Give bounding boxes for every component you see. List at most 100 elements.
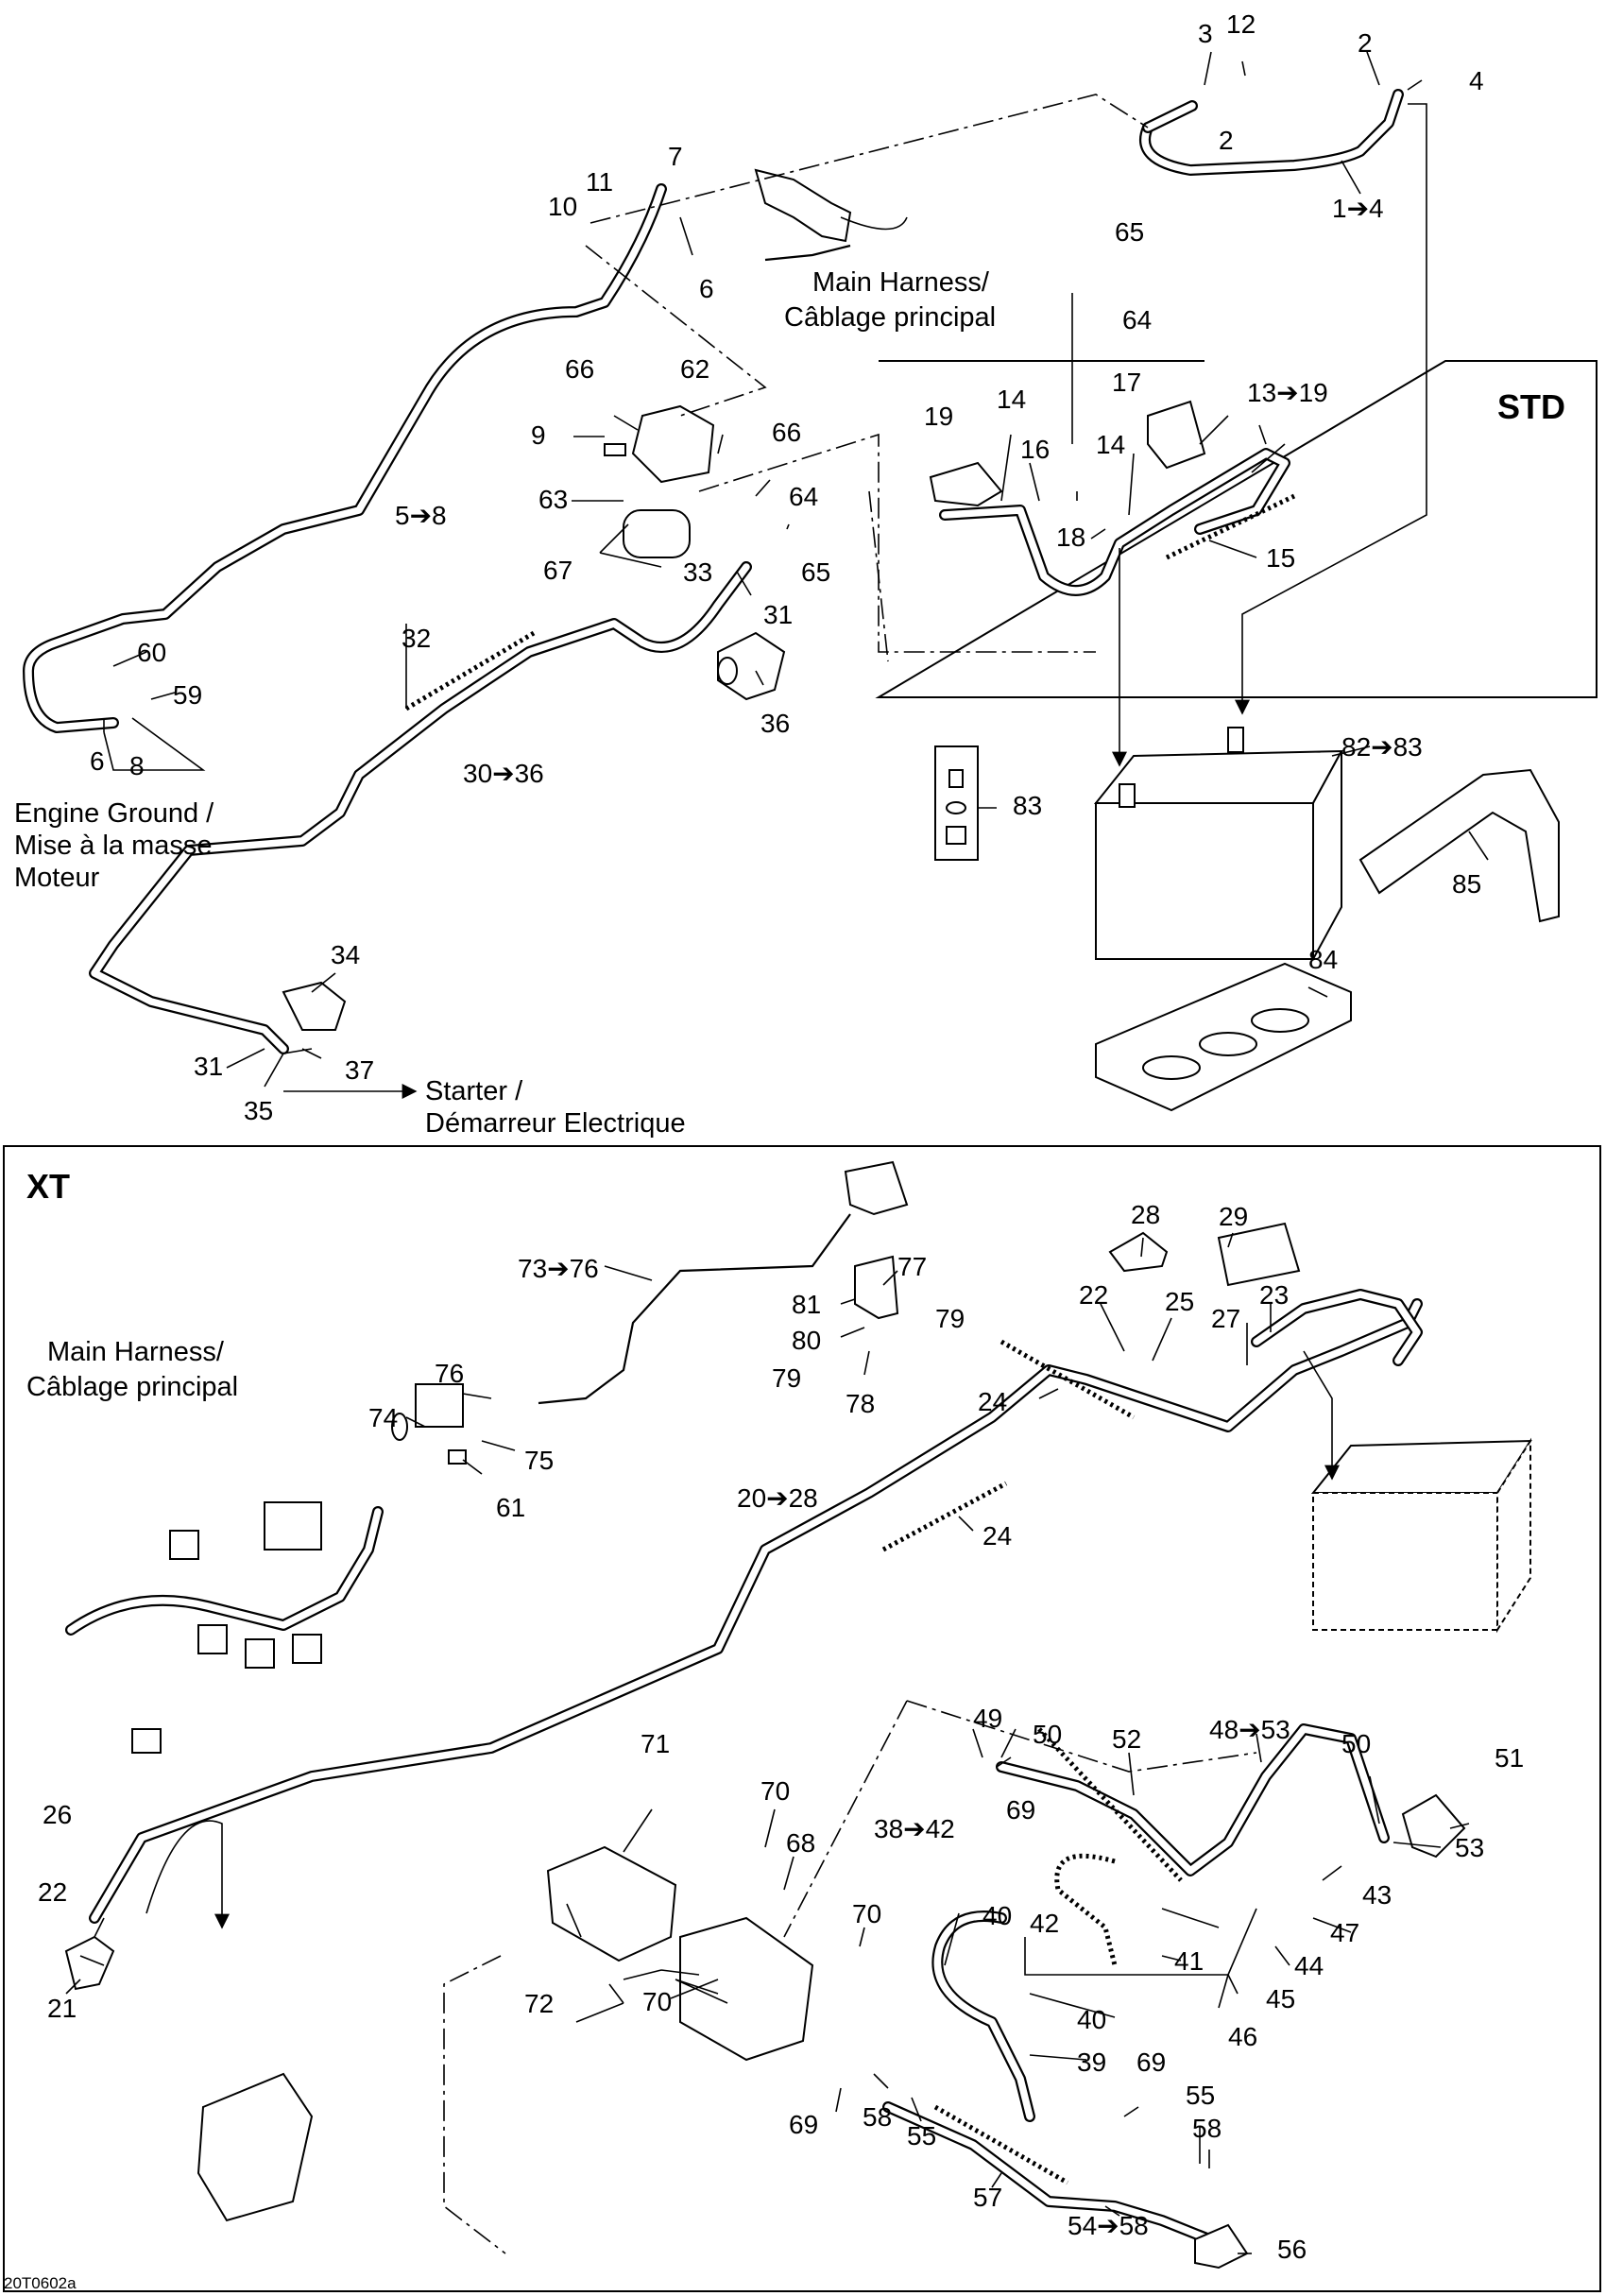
callout-58: 58	[1192, 2114, 1222, 2143]
callout-30-36: 30➔36	[463, 759, 544, 788]
callout-1-4: 1➔4	[1332, 194, 1384, 223]
xt-battery-cable-20-28	[89, 1298, 1423, 1924]
callout-3: 3	[1198, 19, 1213, 48]
callout-21: 21	[47, 1994, 77, 2023]
callout-69: 69	[1136, 2048, 1166, 2077]
std-battery-cables-13-19	[939, 448, 1290, 596]
xt-cable-38-42	[931, 1910, 1035, 2122]
xt-main-harness-assembly	[65, 1501, 384, 1754]
std-cover-19	[929, 461, 1003, 507]
xt-solenoid-68	[679, 1916, 814, 2062]
callout-79: 79	[935, 1304, 965, 1333]
callout-70: 70	[642, 1987, 672, 2016]
callout-75: 75	[524, 1446, 554, 1475]
callout-10: 10	[548, 192, 577, 221]
callout-50: 50	[1341, 1729, 1371, 1758]
callout-46: 46	[1228, 2022, 1257, 2051]
callout-14: 14	[997, 385, 1026, 414]
callout-24: 24	[978, 1387, 1007, 1416]
callout-16: 16	[1020, 435, 1050, 464]
callout-7: 7	[668, 142, 683, 171]
xt-box-label: XT	[26, 1167, 70, 1206]
battery-tray-84	[1095, 962, 1352, 1112]
xt-cable-loop-23	[1251, 1289, 1423, 1366]
xt-battery	[1310, 1437, 1532, 1634]
main-harness-label-top-line2: Câblage principal	[784, 302, 996, 333]
callout-57: 57	[973, 2183, 1002, 2212]
callout-11: 11	[586, 167, 613, 197]
spiral-wrap-41	[1054, 1853, 1118, 1966]
callout-40: 40	[1077, 2005, 1106, 2034]
callout-56: 56	[1277, 2235, 1307, 2264]
callout-22: 22	[1079, 1280, 1108, 1310]
callout-35: 35	[244, 1096, 273, 1125]
callout-12: 12	[1226, 9, 1256, 39]
callout-48-53: 48➔53	[1209, 1715, 1290, 1744]
battery-strap-85	[1358, 768, 1560, 923]
callout-39: 39	[1077, 2048, 1106, 2077]
callout-24: 24	[982, 1521, 1012, 1551]
xt-cover-29	[1217, 1222, 1301, 1287]
callout-51: 51	[1495, 1743, 1524, 1773]
callout-70: 70	[760, 1776, 790, 1806]
callout-20-28: 20➔28	[737, 1483, 818, 1513]
starter-cable-30-36	[89, 561, 752, 1054]
std-section-frame	[875, 360, 1597, 698]
main-harness-label-top-line1: Main Harness/	[812, 267, 990, 298]
callout-64: 64	[1122, 305, 1152, 334]
callout-14: 14	[1096, 430, 1125, 459]
callout-45: 45	[1266, 1984, 1295, 2013]
xt-cable-54-58	[882, 2101, 1215, 2245]
callout-63: 63	[538, 485, 568, 514]
xt-cable-48-53	[996, 1723, 1390, 1876]
xt-starter-relay-71	[546, 1845, 677, 1962]
callout-33: 33	[683, 557, 712, 587]
callout-65: 65	[1115, 217, 1144, 247]
xt-harness-73-76	[538, 1213, 851, 1405]
callout-67: 67	[543, 556, 572, 585]
callout-25: 25	[1165, 1287, 1194, 1316]
xt-section-frame	[3, 1145, 1601, 2292]
xt-relay-module	[844, 1160, 909, 1320]
callout-32: 32	[402, 624, 431, 653]
callout-53: 53	[1455, 1833, 1484, 1862]
std-box-label: STD	[1497, 387, 1565, 426]
callout-37: 37	[345, 1055, 374, 1085]
terminal-cover-34	[282, 981, 347, 1031]
callout-29: 29	[1219, 1202, 1248, 1231]
callout-2: 2	[1219, 126, 1234, 155]
callout-74: 74	[368, 1403, 398, 1432]
callout-43: 43	[1362, 1880, 1392, 1910]
callout-77: 77	[897, 1252, 927, 1281]
xt-module-lower	[196, 2072, 314, 2222]
callout-18: 18	[1056, 523, 1085, 552]
xt-cover-56	[1194, 2223, 1249, 2270]
engine-ground-label-line3: Moteur	[14, 863, 100, 893]
callout-69: 69	[789, 2110, 818, 2139]
callout-41: 41	[1174, 1946, 1204, 1976]
callout-5-8: 5➔8	[395, 501, 447, 530]
spiral-wrap-32	[404, 630, 536, 711]
callout-15: 15	[1266, 543, 1295, 573]
xt-cover-26	[64, 1935, 115, 1991]
callout-62: 62	[680, 354, 709, 384]
callout-61: 61	[496, 1493, 525, 1522]
callout-2: 2	[1358, 28, 1373, 58]
callout-66: 66	[772, 418, 801, 447]
callout-13-19: 13➔19	[1247, 378, 1328, 407]
starter-label-line2: Démarreur Electrique	[425, 1108, 686, 1139]
callout-4: 4	[1469, 66, 1484, 95]
callout-82-83: 82➔83	[1341, 732, 1423, 762]
main-ground-cable-5-8	[23, 183, 667, 733]
engine-ground-label-line1: Engine Ground /	[14, 798, 214, 829]
callout-72: 72	[524, 1989, 554, 2018]
callout-49: 49	[973, 1704, 1002, 1733]
battery-positive-cable-1-4	[1139, 89, 1404, 176]
spiral-wrap-24a	[999, 1339, 1136, 1420]
callout-58: 58	[863, 2102, 892, 2132]
callout-40: 40	[982, 1901, 1012, 1930]
callout-81: 81	[792, 1290, 821, 1319]
callout-36: 36	[760, 709, 790, 738]
callout-80: 80	[792, 1326, 821, 1355]
callout-47: 47	[1330, 1918, 1359, 1947]
